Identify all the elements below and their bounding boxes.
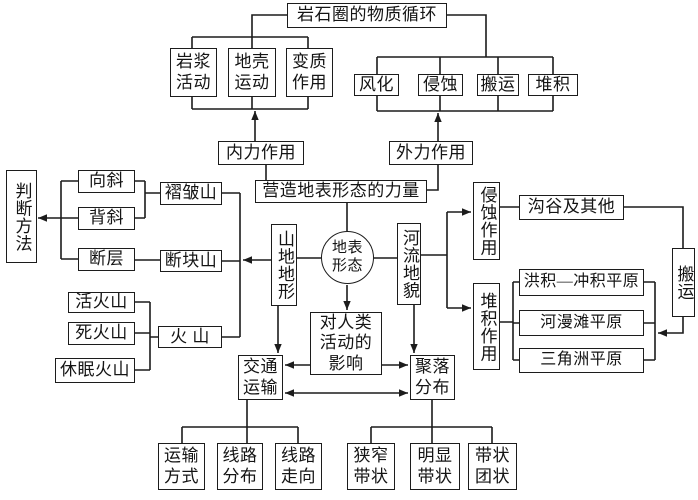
node-obvious-belt: 明显带状 [410,443,460,490]
node-fault: 断层 [78,248,135,271]
node-internal-force: 内力作用 [218,141,304,165]
node-gully-others: 沟谷及其他 [519,195,624,220]
node-shaping-force: 营造地表形态的力量 [255,180,427,203]
node-settlement: 聚落分布 [410,355,455,400]
node-judgment-method: 判断方法 [6,170,37,263]
node-belt-cluster: 带状团状 [468,443,517,490]
node-transport: 搬运 [477,74,519,96]
node-narrow-belt: 狭窄带状 [347,443,395,490]
connector-mountain-tree [38,180,271,371]
connector-center [274,203,418,353]
node-dormant-volcano: 休眠火山 [55,358,135,383]
node-transport-mode: 运输方式 [158,443,205,490]
connector-external-tree [376,14,554,191]
node-traffic: 交通运输 [238,355,283,400]
node-route-distribution: 线路分布 [217,443,263,490]
node-active-volcano: 活火山 [68,292,135,313]
node-magma-activity: 岩浆活动 [170,48,217,97]
node-fault-block-mountain: 断块山 [160,250,222,272]
node-syncline: 向斜 [78,170,135,193]
node-river-landform: 河流地貌 [397,223,421,305]
node-anticline: 背斜 [78,207,135,230]
node-transport-process: 搬运 [672,248,695,317]
node-erosion: 侵蚀 [418,74,463,96]
node-weathering: 风化 [354,74,399,96]
node-erosion-process: 侵蚀作用 [473,182,500,260]
node-route-direction: 线路走向 [275,443,322,490]
connector-river-tree [421,206,684,361]
node-crust-movement: 地壳运动 [228,48,276,97]
node-surface-form: 地表形态 [321,231,374,284]
node-extinct-volcano: 死火山 [68,322,135,345]
node-fold-mountain: 褶皱山 [160,182,222,205]
node-human-impact: 对人类活动的影响 [310,312,382,375]
connector-impact [181,361,493,443]
node-delta-plain: 三角洲平原 [519,348,644,373]
node-floodplain: 河漫滩平原 [519,310,644,336]
node-mountain-terrain: 山地地形 [271,224,297,306]
node-metamorphism: 变质作用 [286,48,333,97]
node-alluvial-plain: 洪积—冲积平原 [519,269,644,296]
connector-internal-tree [191,14,309,180]
node-deposition-process: 堆积作用 [473,283,500,370]
node-volcano: 火 山 [158,326,222,348]
node-rock-cycle: 岩石圈的物质循环 [287,3,447,28]
node-deposition: 堆积 [528,74,578,96]
arrow-transport-to-plains [658,317,684,337]
node-external-force: 外力作用 [389,141,473,165]
